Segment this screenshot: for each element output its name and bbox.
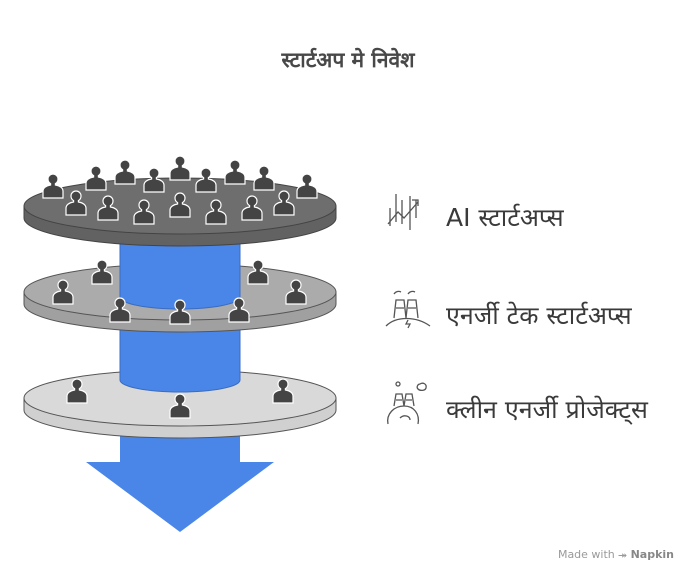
clean-energy-icon <box>387 381 427 425</box>
chart-growth-icon <box>387 194 419 230</box>
person-icon <box>42 173 64 199</box>
power-plant-icon <box>385 290 431 329</box>
person-icon <box>224 159 246 185</box>
person-icon <box>85 165 107 191</box>
diagram-title: स्टार्टअप मे निवेश <box>281 48 415 72</box>
brand-text: Napkin <box>630 548 674 561</box>
level-label-energy-tech: एनर्जी टेक स्टार्टअप्स <box>446 301 632 330</box>
person-icon <box>169 155 191 181</box>
napkin-watermark: Made with ⯮ Napkin <box>557 548 674 561</box>
person-icon <box>247 259 269 285</box>
person-icon <box>143 167 165 193</box>
level-label-clean-energy: क्लीन एनर्जी प्रोजेक्ट्स <box>446 395 648 424</box>
person-icon <box>253 165 275 191</box>
person-icon <box>114 159 136 185</box>
made-with-text: Made with <box>557 548 615 561</box>
funnel-cylinder-lower <box>119 319 241 393</box>
level-label-ai: AI स्टार्टअप्स <box>446 203 564 232</box>
funnel-arrow <box>86 430 274 532</box>
person-icon <box>91 259 113 285</box>
person-icon <box>195 167 217 193</box>
person-icon <box>296 173 318 199</box>
